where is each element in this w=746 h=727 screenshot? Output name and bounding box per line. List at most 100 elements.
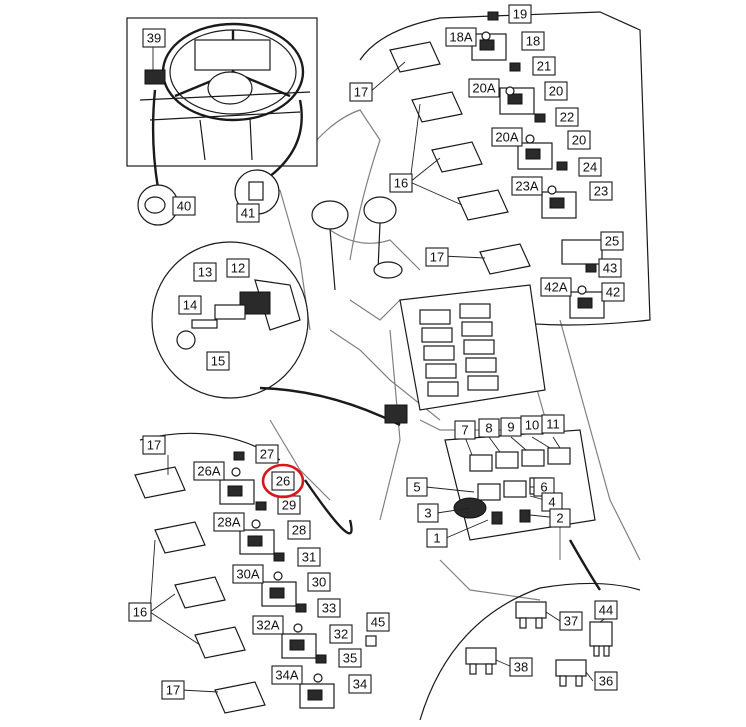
callout-label-17a: 17	[349, 82, 373, 102]
relay-box	[444, 429, 596, 541]
label-text: 31	[302, 550, 316, 565]
small-part-40	[137, 184, 179, 226]
label-text: 28	[292, 523, 306, 538]
callout-label-42A: 42A	[540, 277, 572, 297]
callout-label-15: 15	[206, 351, 230, 371]
label-text: 19	[513, 7, 527, 22]
label-text: 14	[183, 298, 197, 313]
label-text: 20A	[495, 130, 518, 145]
label-box	[589, 181, 613, 201]
label-box	[232, 564, 264, 584]
callout-label-27: 27	[255, 444, 279, 464]
label-box	[578, 157, 602, 177]
ignition-switch-inset	[151, 241, 401, 427]
callout-label-20b: 20	[567, 130, 591, 150]
label-text: 38	[514, 660, 528, 675]
label-box	[426, 528, 448, 548]
callout-label-2: 2	[549, 508, 571, 528]
label-box	[193, 461, 225, 481]
label-box	[508, 4, 532, 24]
label-box	[425, 247, 449, 267]
callout-label-30: 30	[307, 572, 331, 592]
callout-label-9: 9	[500, 417, 522, 437]
label-text: 7	[461, 423, 468, 438]
label-text: 39	[147, 31, 161, 46]
label-box	[567, 130, 591, 150]
label-box	[454, 420, 476, 440]
callout-label-28A: 28A	[213, 512, 245, 532]
label-box	[193, 262, 217, 282]
label-box	[255, 444, 279, 464]
label-text: 24	[583, 160, 597, 175]
callout-label-10: 10	[520, 415, 544, 435]
callout-label-29: 29	[277, 495, 301, 515]
label-text: 32	[334, 627, 348, 642]
label-text: 28A	[217, 515, 240, 530]
fuse-inset	[419, 539, 641, 721]
callout-label-23: 23	[589, 181, 613, 201]
callout-label-37: 37	[559, 611, 583, 631]
center-switch-bank	[384, 284, 546, 424]
callout-label-17c: 17	[142, 435, 166, 455]
label-text: 20	[549, 84, 563, 99]
switch-panel-inset-bottom	[134, 432, 377, 714]
label-text: 5	[413, 480, 420, 495]
callout-label-16a: 16	[389, 173, 413, 193]
label-text: 23A	[515, 179, 538, 194]
callout-label-34: 34	[348, 674, 372, 694]
label-text: 25	[605, 234, 619, 249]
callout-label-35: 35	[338, 648, 362, 668]
label-text: 22	[560, 110, 574, 125]
label-box	[598, 258, 622, 278]
label-box	[226, 258, 250, 278]
label-box	[252, 615, 284, 635]
label-box	[541, 414, 565, 434]
callout-label-32A: 32A	[252, 615, 284, 635]
callout-label-25: 25	[600, 231, 624, 251]
label-box	[307, 572, 331, 592]
switch-group-bottom	[219, 451, 377, 709]
label-box	[511, 176, 543, 196]
label-text: 30A	[236, 567, 259, 582]
label-text: 4	[548, 495, 555, 510]
label-text: 17	[147, 438, 161, 453]
switch-group-top	[471, 11, 605, 319]
callout-label-32: 32	[329, 624, 353, 644]
label-text: 6	[540, 480, 547, 495]
label-box	[532, 56, 556, 76]
callout-label-42: 42	[601, 282, 625, 302]
callout-label-3: 3	[417, 503, 439, 523]
label-text: 42A	[544, 280, 567, 295]
label-box	[128, 602, 152, 622]
label-box	[445, 27, 477, 47]
label-box	[349, 82, 373, 102]
label-text: 8	[485, 421, 492, 436]
callout-label-21: 21	[532, 56, 556, 76]
label-text: 35	[343, 651, 357, 666]
highlight-circle-26	[261, 463, 305, 499]
label-box	[142, 28, 166, 48]
callout-label-28: 28	[287, 520, 311, 540]
callout-label-6: 6	[533, 477, 555, 497]
label-box	[366, 612, 390, 632]
label-box	[594, 671, 618, 691]
label-text: 26	[276, 474, 290, 489]
label-text: 27	[260, 447, 274, 462]
label-text: 37	[564, 614, 578, 629]
label-box	[544, 81, 568, 101]
callout-label-26: 26	[271, 471, 295, 491]
label-text: 34	[353, 677, 367, 692]
label-text: 29	[282, 498, 296, 513]
label-box	[549, 508, 571, 528]
label-text: 43	[603, 261, 617, 276]
label-box	[297, 547, 321, 567]
callout-label-20A1: 20A	[468, 78, 500, 98]
label-box	[317, 598, 341, 618]
label-box	[594, 600, 618, 620]
label-text: 41	[241, 206, 255, 221]
callout-label-18A: 18A	[445, 27, 477, 47]
gear-levers	[311, 196, 403, 291]
callout-label-23A: 23A	[511, 176, 543, 196]
